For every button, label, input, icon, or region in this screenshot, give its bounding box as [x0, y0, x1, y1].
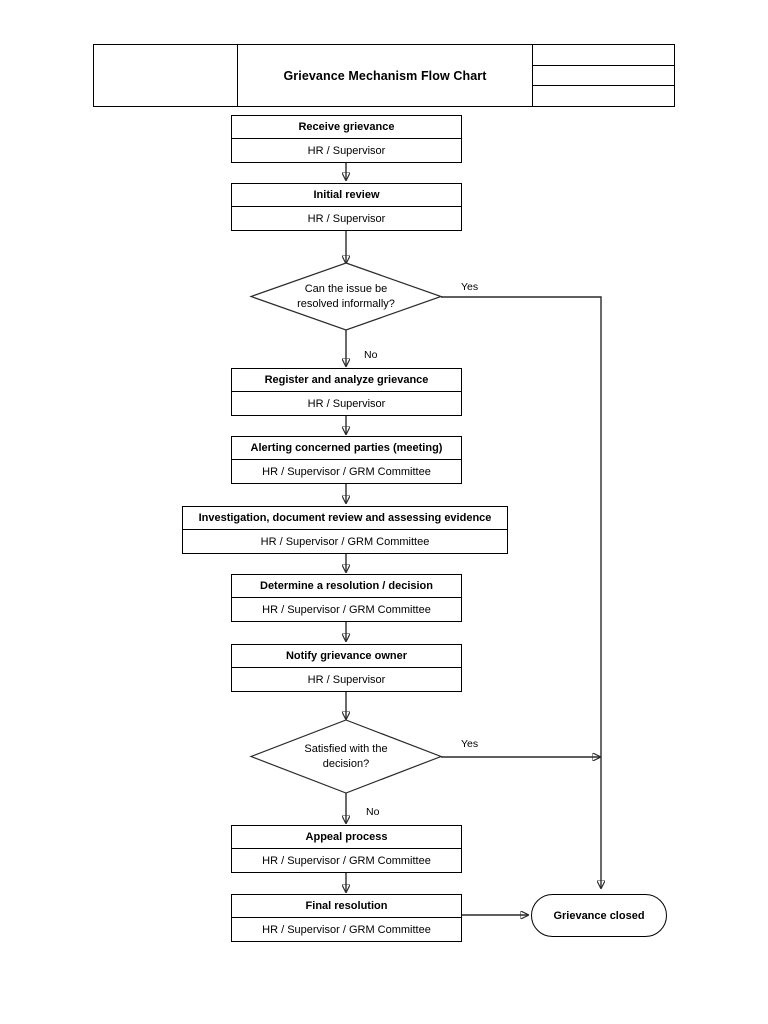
node-role: HR / Supervisor	[307, 398, 386, 410]
node-role: HR / Supervisor / GRM Committee	[262, 855, 431, 867]
node-role: HR / Supervisor / GRM Committee	[262, 466, 431, 478]
diamond-shape	[249, 262, 443, 331]
edge-label-decision2-yes: Yes	[461, 738, 479, 750]
node-title: Final resolution	[232, 895, 461, 918]
edge-label-decision1-no: No	[364, 349, 378, 361]
node-title: Notify grievance owner	[232, 645, 461, 668]
node-final-resolution[interactable]: Final resolution HR / Supervisor / GRM C…	[231, 894, 462, 942]
header-right-cell	[533, 45, 674, 106]
node-determine-resolution[interactable]: Determine a resolution / decision HR / S…	[231, 574, 462, 622]
node-appeal-process[interactable]: Appeal process HR / Supervisor / GRM Com…	[231, 825, 462, 873]
document-header-table: Grievance Mechanism Flow Chart	[93, 44, 675, 107]
node-role: HR / Supervisor / GRM Committee	[260, 536, 430, 548]
diamond-shape	[249, 719, 443, 794]
node-title: Appeal process	[232, 826, 461, 849]
node-title: Alerting concerned parties (meeting)	[232, 437, 461, 460]
node-notify-grievance-owner[interactable]: Notify grievance owner HR / Supervisor	[231, 644, 462, 692]
header-left-cell	[94, 45, 238, 106]
node-decision-resolve-informally[interactable]: Can the issue be resolved informally?	[249, 262, 443, 331]
node-title: Register and analyze grievance	[232, 369, 461, 392]
node-grievance-closed[interactable]: Grievance closed	[531, 894, 667, 937]
header-right-row-3	[533, 85, 674, 106]
node-role: HR / Supervisor	[307, 213, 386, 225]
node-register-analyze-grievance[interactable]: Register and analyze grievance HR / Supe…	[231, 368, 462, 416]
node-title: Initial review	[232, 184, 461, 207]
page-title: Grievance Mechanism Flow Chart	[283, 68, 487, 83]
node-investigation[interactable]: Investigation, document review and asses…	[182, 506, 508, 554]
edge-label-decision1-yes: Yes	[461, 281, 479, 293]
node-decision-satisfied[interactable]: Satisfied with the decision?	[249, 719, 443, 794]
node-role: HR / Supervisor	[307, 145, 386, 157]
header-right-row-2	[533, 64, 674, 86]
edge-label-decision2-no: No	[366, 806, 380, 818]
node-receive-grievance[interactable]: Receive grievance HR / Supervisor	[231, 115, 462, 163]
node-initial-review[interactable]: Initial review HR / Supervisor	[231, 183, 462, 231]
node-title: Investigation, document review and asses…	[183, 507, 507, 530]
header-title-cell: Grievance Mechanism Flow Chart	[238, 45, 533, 106]
node-title: Determine a resolution / decision	[232, 575, 461, 598]
node-title: Receive grievance	[232, 116, 461, 139]
node-role: HR / Supervisor	[307, 674, 386, 686]
connector-decision1-yes-rail	[441, 296, 601, 888]
header-right-row-1	[533, 45, 674, 65]
node-role: HR / Supervisor / GRM Committee	[262, 604, 431, 616]
node-alerting-concerned-parties[interactable]: Alerting concerned parties (meeting) HR …	[231, 436, 462, 484]
node-role: HR / Supervisor / GRM Committee	[262, 924, 431, 936]
terminator-label: Grievance closed	[553, 909, 645, 922]
